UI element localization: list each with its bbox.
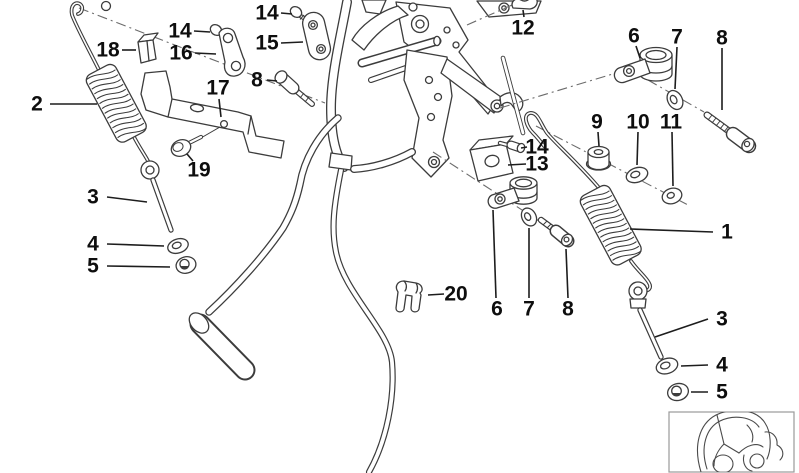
spring-coil	[579, 184, 642, 266]
hook-eye	[100, 0, 112, 12]
callout-leader-line	[636, 131, 639, 166]
part-9-bushing	[585, 145, 612, 171]
part-10-washer	[625, 166, 649, 184]
callout-leader-line	[522, 9, 525, 18]
part-12-clip	[511, 0, 538, 10]
callout-leader-line	[186, 153, 194, 162]
callout-label-12: 12	[511, 17, 534, 40]
callout-label-14: 14	[168, 20, 192, 43]
part-joint-eyelet-left	[140, 160, 160, 180]
callout-leader-line	[654, 318, 709, 338]
callout-label-16: 16	[169, 42, 192, 65]
callout-leader-line	[193, 30, 211, 33]
callout-label-14: 14	[255, 2, 279, 25]
part-8-bolt-mid	[537, 216, 575, 248]
callout-label-13: 13	[525, 153, 548, 176]
callout-leader-line	[218, 98, 222, 118]
part-1-spring	[523, 111, 652, 293]
part-18-clip	[137, 32, 159, 64]
part-11-spacer	[661, 187, 683, 205]
part-19-bolt	[170, 126, 221, 158]
callout-leader-line	[565, 248, 569, 299]
part-7-washer-mid	[520, 207, 538, 227]
part-17-bracket	[140, 70, 285, 159]
callout-label-11: 11	[660, 111, 683, 134]
callout-label-6: 6	[628, 25, 640, 48]
callout-label-8: 8	[562, 298, 574, 321]
part-4-washer-left	[167, 237, 189, 255]
callout-label-6: 6	[491, 298, 503, 321]
callout-leader-line	[671, 131, 674, 187]
callout-leader-line	[520, 146, 528, 149]
callout-label-5: 5	[716, 381, 728, 404]
callout-leader-line	[629, 228, 714, 233]
callout-leader-line	[106, 196, 148, 203]
part-3-rod-right	[637, 307, 664, 360]
callout-leader-line	[680, 364, 709, 367]
part-8-bolt-top	[703, 111, 757, 154]
callout-label-7: 7	[523, 298, 535, 321]
callout-label-8: 8	[716, 27, 728, 50]
part-2-spring	[69, 0, 150, 163]
part-6-clamp-mid	[487, 176, 538, 209]
callout-label-5: 5	[87, 255, 99, 278]
phantom-axis-line	[78, 7, 326, 104]
callout-leader-line	[492, 209, 497, 299]
callout-label-9: 9	[591, 111, 603, 134]
part-joint-eyelet-right	[628, 281, 648, 309]
callout-label-15: 15	[255, 32, 279, 55]
callout-label-17: 17	[206, 77, 229, 100]
callout-leader-line	[635, 45, 641, 59]
callout-label-18: 18	[96, 39, 120, 62]
callout-label-1: 1	[721, 221, 733, 244]
part-6-clamp-top	[613, 46, 673, 84]
callout-label-14: 14	[525, 136, 549, 159]
callout-leader-line	[106, 265, 171, 268]
callout-leader-line	[427, 293, 445, 296]
part-16-link	[218, 27, 246, 77]
callout-label-4: 4	[87, 233, 99, 256]
callout-leader-line	[674, 46, 678, 90]
part-8-bolt-left	[274, 70, 315, 107]
tube-collar	[328, 152, 353, 171]
callout-label-20: 20	[444, 283, 467, 306]
part-3-rod-left	[150, 177, 174, 233]
part-20-clip	[395, 280, 423, 313]
callout-leader-line	[507, 163, 527, 166]
callout-leader-line	[106, 243, 165, 247]
callout-label-8: 8	[251, 69, 263, 92]
inset-thumbnail	[668, 411, 795, 473]
callout-leader-line	[280, 12, 293, 15]
spring-coil	[85, 63, 147, 143]
part-5-nut-right	[666, 382, 690, 402]
callout-leader-line	[194, 52, 217, 55]
callout-label-4: 4	[716, 354, 728, 377]
callout-label-7: 7	[671, 26, 683, 49]
callout-label-10: 10	[626, 111, 649, 134]
frame-assembly	[188, 0, 542, 473]
callout-leader-line	[597, 131, 600, 147]
part-7-washer-top	[666, 89, 684, 111]
part-5-nut-left	[175, 256, 197, 274]
callout-label-19: 19	[187, 159, 210, 182]
inset-border	[668, 411, 795, 473]
callout-label-3: 3	[716, 308, 728, 331]
callout-label-3: 3	[87, 186, 99, 209]
foot-cap	[188, 312, 210, 334]
callout-label-2: 2	[31, 93, 43, 116]
part-14-screw-mid	[497, 140, 526, 154]
phantom-axis-line	[499, 69, 627, 109]
phantom-axis-line	[466, 4, 513, 26]
vehicle-sketch	[697, 412, 784, 472]
part-4-washer-right	[655, 357, 679, 375]
part-15-plate	[301, 11, 332, 61]
callout-leader-line	[280, 41, 304, 44]
callout-leader-line	[266, 79, 278, 82]
part-13-bracket	[469, 135, 514, 182]
